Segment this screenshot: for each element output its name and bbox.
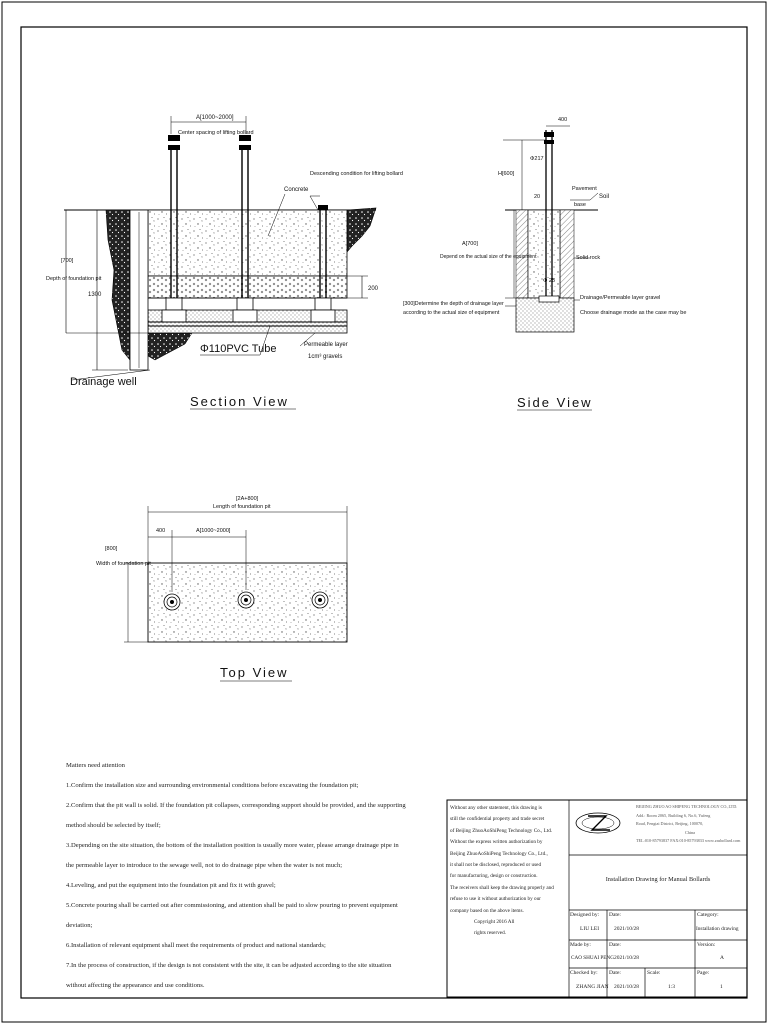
section-dim-200: 200: [368, 286, 379, 292]
page-label: Page:: [697, 970, 710, 976]
note-line: 5.Concrete pouring shall be carried out …: [66, 902, 398, 909]
inner-border: [20, 26, 748, 999]
top-width-value: [800]: [105, 546, 118, 552]
top-length-label: Length of foundation pit: [213, 504, 271, 510]
top-bollard-3: [311, 591, 329, 609]
checked-by-value: ZHANG JIAN: [576, 984, 609, 990]
section-soil-right: [346, 207, 377, 253]
checked-by-label: Checked by:: [570, 970, 598, 976]
note-line: 7.In the process of construction, if the…: [66, 962, 392, 969]
side-base-label: base: [574, 202, 586, 208]
side-dim-phi2: Φ 25: [543, 278, 555, 284]
top-width-label: Width of foundation pit: [96, 561, 151, 567]
top-spacing: A[1000~2000]: [196, 528, 231, 534]
copyright-line: Copyright 2016 All: [474, 919, 515, 926]
date-label-3: Date:: [609, 970, 621, 976]
side-dim-phi: Φ217: [530, 156, 544, 162]
scale-label: Scale:: [647, 970, 661, 976]
note-line: deviation;: [66, 922, 93, 929]
section-pvc-label: Φ110PVC Tube: [200, 343, 276, 355]
note-line: 2.Confirm that the pit wall is solid. If…: [66, 802, 406, 809]
made-by-value: CAO SHUAI PENG: [571, 955, 614, 961]
side-solid-rock: Solid rock: [576, 255, 600, 261]
section-descending-label: Descending condition for lifting bollard: [310, 171, 403, 177]
section-permeable-label: Permeable layer: [304, 342, 348, 348]
notes-section: Matters need attention 1.Confirm the ins…: [66, 756, 426, 996]
side-view: [503, 125, 599, 411]
note-line: 3.Depending on the site situation, the b…: [66, 842, 399, 849]
note-line: the permeable layer to introduce to the …: [66, 862, 343, 869]
company-logo: [575, 812, 621, 834]
date-value-2: 2021/10/28: [614, 955, 640, 961]
section-soil-bottom: [147, 332, 193, 361]
title-block-frame: [446, 799, 748, 998]
category-value: Installation drawing: [696, 926, 739, 932]
company-info: BEIJING ZHUO AO SHIPENG TECHNOLOGY CO.,L…: [636, 804, 741, 843]
note-line: 1.Confirm the installation size and surr…: [66, 782, 359, 789]
side-depend-label: Depend on the actual size of the equipme…: [440, 254, 537, 260]
designed-by-label: Designed by:: [570, 912, 600, 918]
side-pavement-label: Pavement: [572, 186, 597, 192]
notes-heading: Matters need attention: [66, 762, 125, 769]
top-view-title: Top View: [220, 665, 289, 680]
side-drainage-gravel: Drainage/Permeable layer gravel: [580, 295, 660, 301]
section-center-spacing: A[1000~2000]: [196, 115, 234, 121]
version-label: Version:: [697, 942, 716, 948]
section-concrete-label: Concrete: [284, 187, 309, 193]
note-line: method should be selected by itself;: [66, 822, 161, 829]
note-line: 6.Installation of relevant equipment sha…: [66, 942, 326, 949]
side-gravel: [515, 297, 575, 333]
section-drainage-well-label: Drainage well: [70, 376, 137, 388]
side-soil-label: Soil: [599, 194, 609, 200]
confidential-statement: Without any other statement, this drawin…: [450, 803, 568, 940]
date-label-2: Date:: [609, 942, 621, 948]
side-dim-a: A[700]: [462, 241, 478, 247]
rights-line: rights reserved.: [474, 930, 506, 937]
date-value-3: 2021/10/28: [614, 984, 640, 990]
section-depth-value: [700]: [61, 258, 74, 264]
side-concrete: [527, 209, 561, 299]
top-dim-400: 400: [156, 528, 165, 534]
top-bollard-2: [237, 591, 255, 609]
note-line: without affecting the appearance and use…: [66, 982, 205, 989]
section-depth-label: Depth of foundation pit: [46, 276, 102, 282]
date-label-1: Date:: [609, 912, 621, 918]
date-value-1: 2021/10/28: [614, 926, 640, 932]
side-choose-mode: Choose drainage mode as the case may be: [580, 310, 686, 316]
designed-by-value: LIU LEI: [580, 926, 600, 932]
section-view-title: Section View: [190, 394, 289, 409]
made-by-label: Made by:: [570, 942, 591, 948]
note-line: 4.Leveling, and put the equipment into t…: [66, 882, 276, 889]
side-dim-h: H[600]: [498, 171, 515, 177]
drawing-title: Installation Drawing for Manual Bollards: [605, 876, 711, 883]
side-dim-20: 20: [534, 194, 540, 200]
side-determine-depth: [300]Determine the depth of drainage lay…: [403, 301, 504, 316]
page-value: 1: [720, 984, 723, 990]
top-view: [124, 506, 348, 682]
side-view-title: Side View: [517, 395, 593, 410]
section-center-spacing-label: Center spacing of lifting bollard: [178, 130, 254, 136]
category-label: Category:: [697, 912, 719, 918]
version-value: A: [720, 955, 724, 961]
scale-value: 1:3: [668, 984, 676, 990]
section-dim-1300: 1300: [88, 292, 102, 298]
section-soil-left: [105, 209, 131, 361]
top-bollard-1: [163, 593, 181, 611]
top-length-value: [2A+800]: [236, 496, 259, 502]
section-gravels-label: 1cm³ gravels: [308, 354, 342, 360]
side-dim-400: 400: [558, 117, 567, 123]
section-view: [64, 116, 377, 410]
